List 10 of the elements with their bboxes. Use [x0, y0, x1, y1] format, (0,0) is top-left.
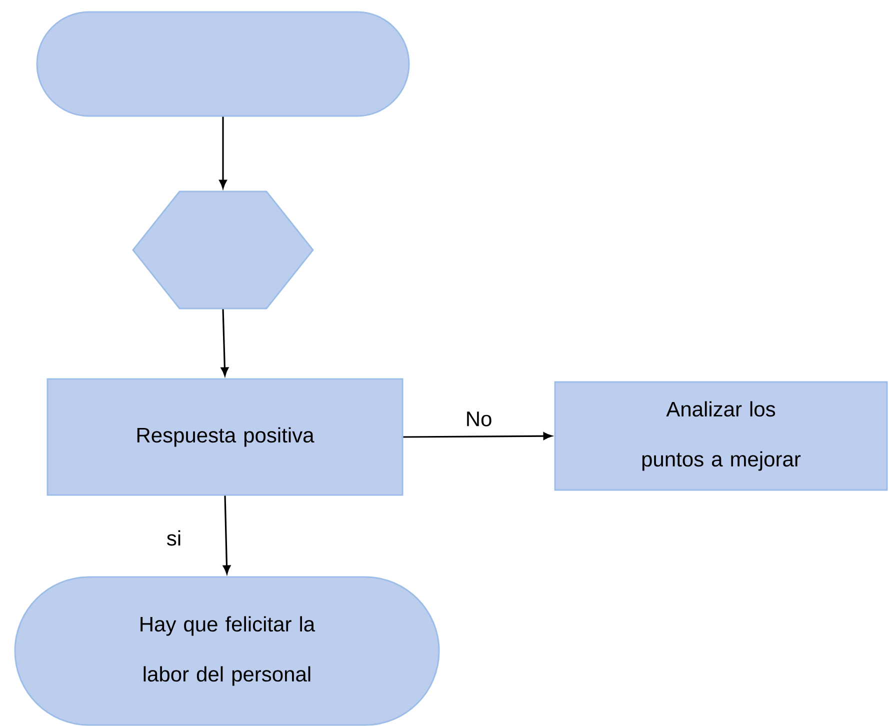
- preparation-hexagon: [132, 190, 314, 310]
- arrow: [220, 309, 229, 376]
- edge-label: si: [167, 530, 180, 546]
- process-box: Analizar los puntos a mejorar: [554, 381, 888, 491]
- arrow: [222, 496, 231, 574]
- arrow: [403, 432, 552, 440]
- edge-label: No: [467, 412, 492, 426]
- process-box: Respuesta positiva: [46, 378, 404, 496]
- terminal-shape: [36, 11, 410, 117]
- arrow: [219, 116, 227, 188]
